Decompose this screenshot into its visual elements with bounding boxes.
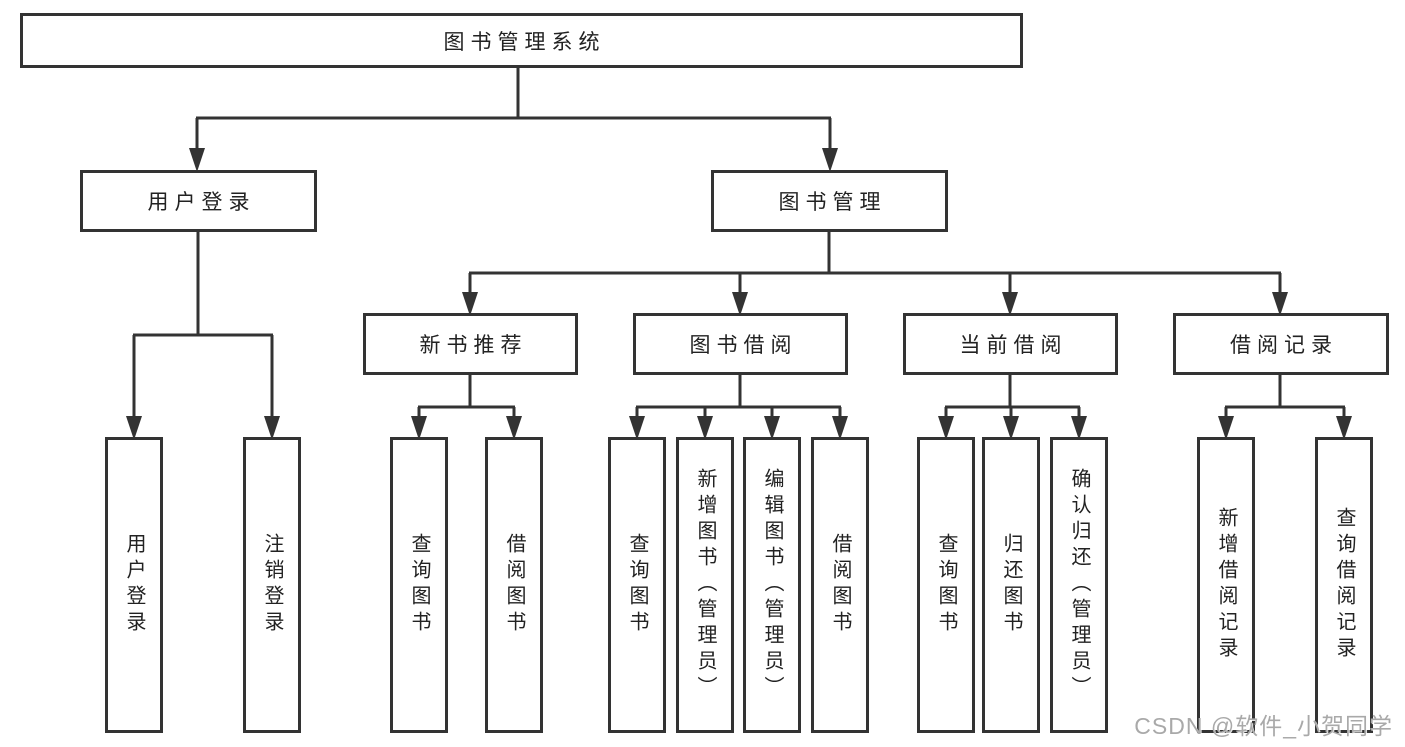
node-func-current-query-books: 查询图书: [917, 437, 975, 733]
node-module-book-management: 图书管理: [711, 170, 948, 232]
node-module-user-login: 用户登录: [80, 170, 317, 232]
node-func-user-login: 用户登录: [105, 437, 163, 733]
node-func-records-query-record: 查询借阅记录: [1315, 437, 1373, 733]
node-root-library-system: 图书管理系统: [20, 13, 1023, 68]
node-submodule-book-borrow: 图书借阅: [633, 313, 848, 375]
node-func-borrow-query-books: 查询图书: [608, 437, 666, 733]
node-submodule-current-borrow: 当前借阅: [903, 313, 1118, 375]
node-func-logout: 注销登录: [243, 437, 301, 733]
node-func-newbook-query-books: 查询图书: [390, 437, 448, 733]
node-submodule-borrow-records: 借阅记录: [1173, 313, 1389, 375]
node-func-borrow-edit-books-admin: 编辑图书（管理员）: [743, 437, 801, 733]
node-func-newbook-borrow-books: 借阅图书: [485, 437, 543, 733]
node-func-current-confirm-return-admin: 确认归还（管理员）: [1050, 437, 1108, 733]
node-func-borrow-borrow-books: 借阅图书: [811, 437, 869, 733]
node-submodule-new-book-recommend: 新书推荐: [363, 313, 578, 375]
node-func-current-return-books: 归还图书: [982, 437, 1040, 733]
node-func-borrow-add-books-admin: 新增图书（管理员）: [676, 437, 734, 733]
watermark: CSDN @软件_小贺同学: [1134, 713, 1393, 739]
node-func-records-add-record: 新增借阅记录: [1197, 437, 1255, 733]
